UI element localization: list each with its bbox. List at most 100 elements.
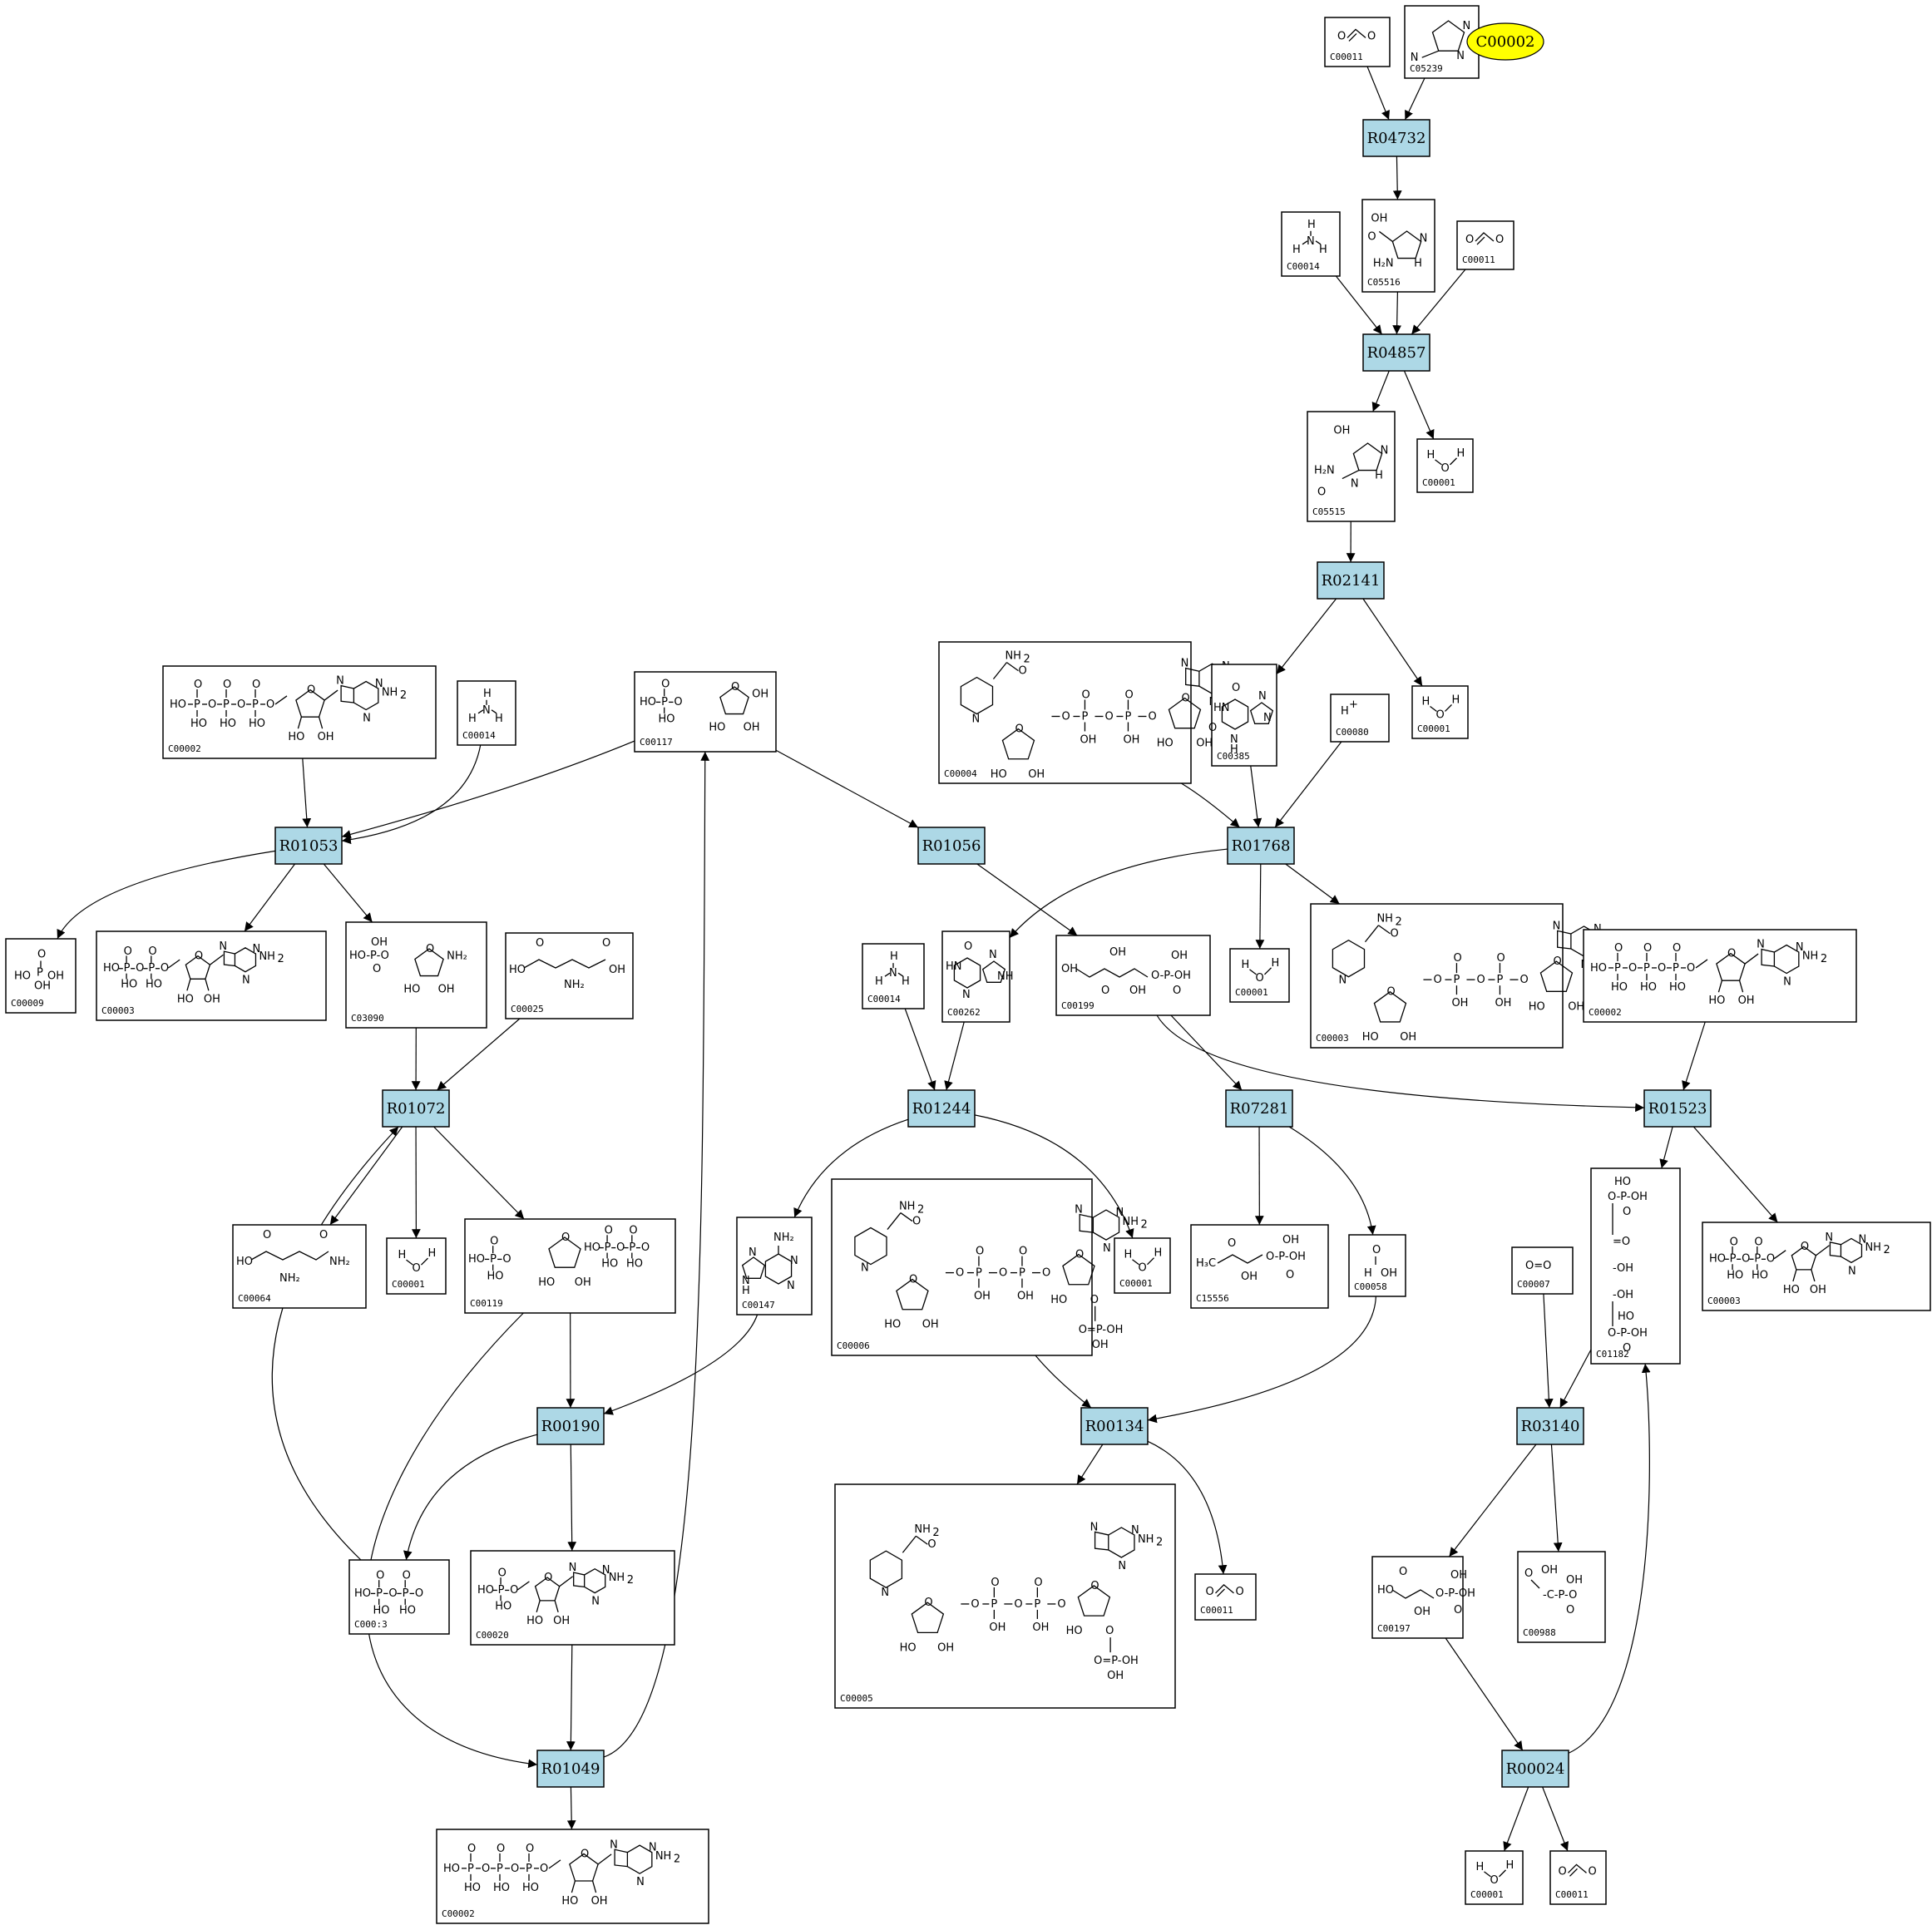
compound-box (831, 1178, 1093, 1356)
atom-label: H (1457, 447, 1465, 460)
reaction-R01053[interactable]: R01053 (274, 827, 343, 865)
atom-label: H₂N (1314, 465, 1335, 477)
compound-box (1404, 5, 1480, 79)
atom-label: O (602, 937, 610, 950)
compound-box (1190, 1224, 1329, 1309)
atom-label: 2 (1023, 654, 1030, 666)
atom-label: N (1116, 1207, 1124, 1219)
reaction-R04857[interactable]: R04857 (1362, 333, 1430, 372)
atom-label: N (861, 1262, 869, 1275)
atom-label: O (1727, 948, 1736, 960)
compound-box (1310, 903, 1564, 1049)
compound-c4[interactable]: NNH2OOHOOHOPOOHOPOOHOOHOOHNH2NNNC00004 (938, 641, 1253, 784)
atom-label: N (1783, 976, 1791, 989)
reaction-R00190[interactable]: R00190 (536, 1407, 605, 1445)
atom-label: O (1124, 689, 1133, 702)
edge-c14b-R01053 (341, 744, 482, 845)
compound-box (634, 671, 777, 753)
atom-label: HO (1708, 995, 1725, 1007)
compound-box (1307, 411, 1396, 522)
reaction-R01056[interactable]: R01056 (917, 827, 986, 865)
edge-R01072-c119 (433, 1126, 525, 1220)
atom-label: H (1154, 1247, 1163, 1260)
reaction-R00134[interactable]: R00134 (1080, 1407, 1149, 1445)
reaction-R01523[interactable]: R01523 (1643, 1089, 1712, 1128)
highlight-node[interactable]: C00002 (1466, 22, 1544, 61)
reaction-R02141[interactable]: R02141 (1317, 561, 1385, 600)
compound-label: C00001 (392, 1279, 425, 1290)
atom-label: H (742, 1285, 750, 1297)
reaction-box (1080, 1407, 1149, 1445)
atom-label: NH (997, 970, 1014, 983)
compound-c80[interactable]: H+C00080 (1330, 693, 1390, 743)
atom-label: O (540, 1863, 548, 1875)
reaction-label: R01244 (912, 1100, 971, 1118)
atom-label: O (971, 1598, 979, 1611)
atom-label: O (482, 1863, 490, 1875)
reaction-R01072[interactable]: R01072 (382, 1089, 450, 1128)
compound-c3b[interactable]: NNH2OOHOOHOPOOHOPOOHOOHOOHNH2NNNC00003 (1310, 903, 1625, 1049)
atom-label: P (1730, 1253, 1737, 1266)
atom-label: O (1034, 1577, 1042, 1589)
reaction-R04732[interactable]: R04732 (1362, 119, 1430, 157)
atom-label: N (1103, 1242, 1111, 1255)
reaction-R00024[interactable]: R00024 (1501, 1750, 1569, 1788)
atom-label: O (1019, 1246, 1027, 1258)
reaction-R01244[interactable]: R01244 (907, 1089, 976, 1128)
atom-label: O (641, 1241, 650, 1254)
reaction-R01768[interactable]: R01768 (1227, 827, 1295, 865)
atom-label: HO (522, 1882, 539, 1894)
atom-label: 2 (1141, 1219, 1148, 1232)
reaction-R07281[interactable]: R07281 (1225, 1089, 1293, 1128)
atom-label: O (1433, 974, 1441, 986)
reaction-R01049[interactable]: R01049 (536, 1750, 605, 1788)
reaction-R03140[interactable]: R03140 (1516, 1407, 1584, 1445)
atom-label: O (536, 937, 544, 950)
